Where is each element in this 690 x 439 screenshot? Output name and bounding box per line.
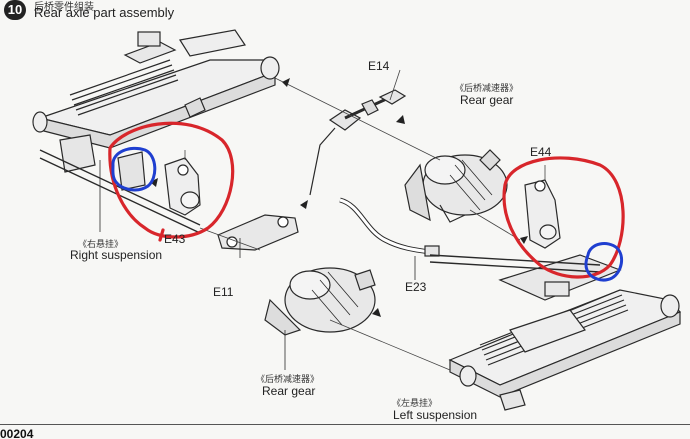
step-number-badge: 10 (4, 0, 26, 20)
label-right-suspension: Right suspension (70, 248, 163, 262)
label-e44: E44 (530, 145, 552, 159)
page-bottom-rule (0, 424, 690, 425)
red-circle-left (108, 121, 235, 239)
rear-gear-bottom-drawing (264, 267, 376, 370)
label-rear-gear-bottom-cn: 《后桥减速器》 (256, 374, 320, 384)
title-chinese: 后桥零件组装 (34, 2, 94, 13)
page-title: Rear axle part assembly (34, 5, 175, 20)
rear-gear-top-drawing (404, 149, 508, 223)
part-e44-drawing (524, 179, 561, 249)
left-suspension-drawing (429, 254, 681, 411)
label-left-suspension-cn: 《左悬挂》 (392, 398, 438, 408)
label-rear-gear-bottom: Rear gear (262, 384, 316, 398)
part-e11-drawing (217, 214, 299, 258)
part-e43-drawing (117, 151, 201, 216)
label-e11: E11 (213, 285, 234, 299)
part-e14-drawing (309, 89, 407, 196)
page-code: 00204 (0, 427, 34, 439)
blue-circle-left (111, 146, 157, 192)
part-e23-drawing (339, 197, 440, 280)
assembly-arrows (150, 78, 528, 317)
red-circle-right (502, 156, 625, 279)
label-rear-gear-top: Rear gear (460, 93, 514, 107)
label-right-suspension-cn: 《右悬挂》 (78, 239, 124, 249)
blue-annotation-marks (111, 146, 624, 282)
label-e43: E43 (164, 232, 186, 246)
assembly-guide-lines (184, 69, 546, 371)
label-left-suspension: Left suspension (393, 408, 478, 422)
right-suspension-drawing (32, 29, 280, 234)
label-e14: E14 (368, 59, 390, 73)
red-annotation-marks (108, 121, 625, 279)
label-rear-gear-top-cn: 《后桥减速器》 (455, 83, 519, 93)
blue-circle-right (584, 242, 624, 282)
label-e23: E23 (405, 280, 427, 294)
